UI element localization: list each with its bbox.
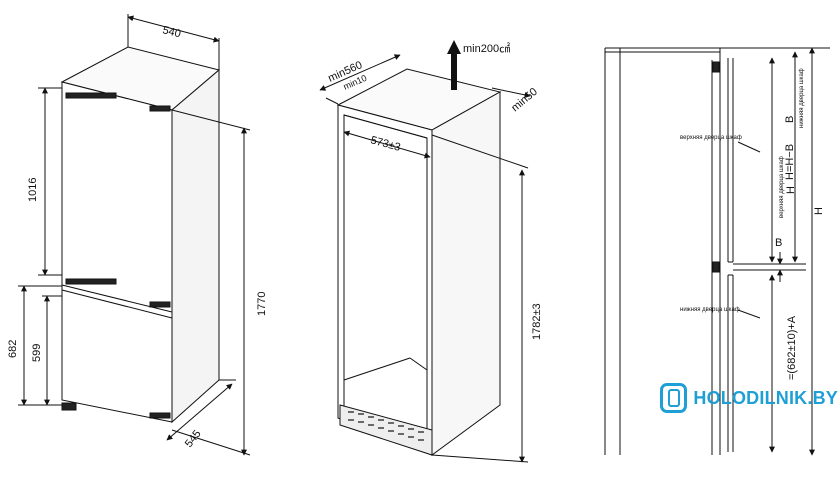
fridge-lower-height-label: 682 [7, 340, 19, 358]
lower-door-vertical-label: нижняя дверца шкаф [799, 68, 805, 128]
niche-drawing [336, 68, 502, 456]
fridge-dimension-lines [18, 14, 251, 456]
niche-min-rear-label: min50 [509, 86, 540, 114]
fridge-depth-label: 545 [183, 428, 204, 450]
door-dim-upper-label: H=H−B [784, 144, 796, 180]
fridge-drawing [60, 46, 221, 424]
niche-dimension-lines [319, 54, 531, 463]
fridge-lower-inner-label: 599 [31, 344, 43, 362]
door-dim-h-total-label: H [813, 207, 825, 215]
fridge-width-label: 540 [161, 24, 182, 40]
vent-grill [348, 411, 424, 441]
fridge-height-label: 1770 [256, 292, 268, 316]
fridge-upper-height-label: 1016 [27, 178, 39, 202]
watermark-logo: HOLODILNIK.BY [660, 380, 838, 416]
vent-arrow-icon [447, 40, 461, 90]
lower-door-leader-label: нижняя дверца шкаф [680, 307, 740, 313]
door-dim-b-top-label: B [784, 116, 796, 123]
side-view-dimension-lines [720, 47, 830, 456]
fridge-logo-icon [660, 383, 688, 413]
door-dim-h-short-label: H [785, 186, 797, 194]
upper-door-vertical-label: верхняя дверца шкаф [779, 156, 785, 218]
door-dim-b-label: B [775, 237, 782, 249]
upper-door-leader-label: верхняя дверца шкаф [680, 135, 742, 141]
side-view-drawing [604, 47, 734, 455]
niche-height-label: 1782±3 [531, 303, 543, 340]
niche-vent-label: min200㎠ [463, 42, 510, 55]
door-dim-lower-label: =(682±10)+A [786, 315, 798, 380]
watermark-text: HOLODILNIK.BY [693, 387, 838, 408]
